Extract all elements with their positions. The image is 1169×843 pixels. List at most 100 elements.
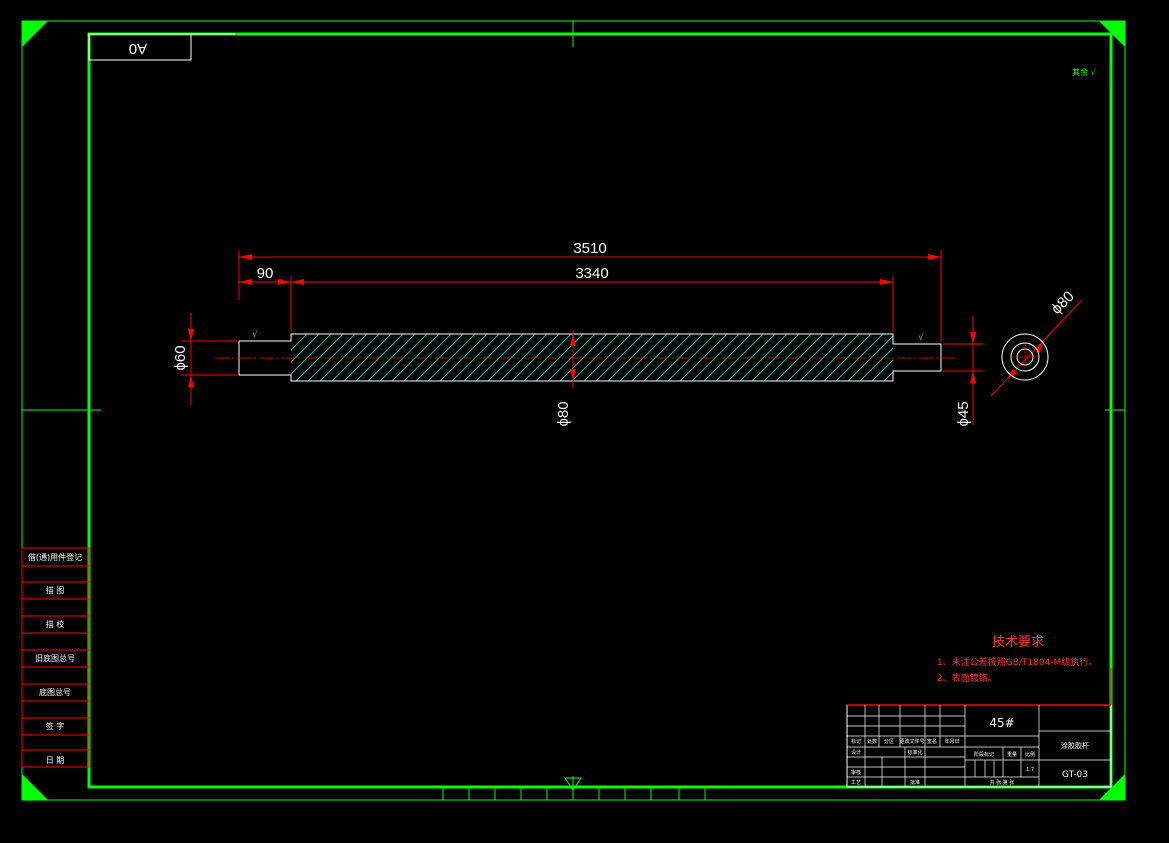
- hatch-line: [691, 334, 740, 381]
- hatch-line: [787, 334, 836, 381]
- hatch-line: [655, 334, 704, 381]
- title-block-header-cell: 更改文件号: [899, 738, 924, 745]
- dimension-right-diameter: ϕ45: [955, 401, 972, 426]
- title-block-header-cell: 分区: [884, 738, 894, 745]
- title-block-material: 45#: [989, 716, 1014, 730]
- dimension-step-length: 90: [257, 265, 274, 282]
- roughness-note: 其余 √: [1072, 67, 1097, 77]
- hatch-line: [908, 334, 955, 381]
- shaft-outline: [238, 333, 942, 382]
- hatch-line: [487, 334, 536, 381]
- hatch-line: [451, 334, 500, 381]
- hatch-line: [835, 334, 884, 381]
- hatch-line: [291, 334, 320, 363]
- dimension-middle-diameter: ϕ80: [555, 401, 572, 426]
- hatch-line: [715, 334, 764, 381]
- hatch-line: [607, 334, 656, 381]
- title-block-header-cell: 处数: [867, 738, 877, 745]
- corner-mark-bl: [22, 774, 48, 800]
- title-block-process-label: 工艺: [851, 780, 861, 786]
- hatch-line: [463, 334, 512, 381]
- side-panel-item: 借(通)用件登记: [28, 552, 82, 562]
- hatch-line: [319, 334, 368, 381]
- title-block-header-cell: 签名: [927, 738, 937, 745]
- hatch-line: [631, 334, 680, 381]
- dimension-middle-length: 3340: [575, 265, 608, 282]
- hatch-line: [295, 334, 344, 381]
- title-block: 标记 处数 分区 更改文件号 签名 年月日 设计 标准化 审核 工艺 批准 45…: [846, 668, 1112, 788]
- hatch-line: [667, 334, 716, 381]
- hatch-line: [379, 334, 428, 381]
- hatch-line: [859, 347, 893, 381]
- orientation-mark: [564, 777, 582, 791]
- sheet-size-box: [88, 33, 192, 61]
- hatch-line: [475, 334, 524, 381]
- hatch-line: [727, 334, 776, 381]
- title-block-sheet-count: 共 张 第 张: [990, 779, 1015, 786]
- hatch-line: [307, 334, 356, 381]
- side-panel-item: 旧底图总号: [35, 653, 75, 663]
- side-panel-item: 底图总号: [39, 687, 71, 697]
- tech-requirements-title: 技术要求: [992, 635, 1044, 650]
- dimension-left-diameter: ϕ60: [172, 345, 189, 370]
- hatch-line: [775, 334, 824, 381]
- dimension-overall-length: 3510: [573, 240, 606, 257]
- section-hatch: [291, 334, 979, 381]
- hatch-line: [547, 334, 596, 381]
- hatch-line: [619, 334, 668, 381]
- title-block-scale-label: 比例: [1025, 751, 1035, 758]
- side-panel-item: 日 期: [46, 756, 65, 765]
- hatch-line: [439, 334, 488, 381]
- title-block-header-cell: 标记: [851, 738, 861, 745]
- title-block-design-label: 设计: [851, 749, 861, 756]
- corner-mark-br: [1099, 774, 1125, 800]
- hatch-line: [883, 371, 893, 381]
- title-block-part-name: 涂胶胶杆: [1061, 741, 1089, 750]
- hatch-line: [499, 334, 548, 381]
- shaft-view: √ √: [215, 329, 979, 382]
- hatch-line: [355, 334, 404, 381]
- end-view: [1001, 333, 1049, 381]
- hatch-line: [583, 334, 632, 381]
- hatch-line: [559, 334, 608, 381]
- side-panel-item: 签 字: [46, 721, 65, 731]
- hatch-line: [343, 334, 392, 381]
- tech-requirement-item: 1、未注公差按照GB/T1804-M级执行。: [937, 656, 1097, 668]
- sheet-size-label: A0: [129, 40, 147, 57]
- hatch-line: [403, 334, 452, 381]
- title-block-standard-label: 标准化: [907, 749, 922, 756]
- hatch-line: [291, 334, 332, 375]
- hatch-line: [291, 334, 308, 351]
- hatch-line: [391, 334, 440, 381]
- hatch-line: [763, 334, 812, 381]
- hatch-line: [739, 334, 788, 381]
- hatch-line: [571, 334, 620, 381]
- dimension-set: [181, 250, 1083, 425]
- hatch-line: [643, 334, 692, 381]
- hatch-line: [751, 334, 800, 381]
- hatch-line: [932, 334, 979, 381]
- hatch-line: [595, 334, 644, 381]
- hatch-line: [523, 334, 572, 381]
- zone-ruler: [442, 786, 706, 800]
- corner-mark-tr: [1099, 21, 1125, 47]
- tech-requirements: 技术要求 1、未注公差按照GB/T1804-M级执行。 2、表面镀铬。: [937, 635, 1097, 684]
- title-block-approve-label: 批准: [910, 779, 920, 786]
- title-block-drawing-number: GT-03: [1062, 770, 1088, 780]
- hatch-line: [367, 334, 416, 381]
- hatch-line: [511, 334, 560, 381]
- dimension-end-view-diameter: ϕ80: [1048, 288, 1078, 318]
- hatch-line: [871, 359, 893, 381]
- hatch-line: [703, 334, 752, 381]
- hatch-line: [920, 334, 967, 381]
- hatch-line: [799, 334, 848, 381]
- hatch-line: [679, 334, 728, 381]
- side-panel-item: 描 校: [46, 619, 65, 629]
- roughness-mark-left: √: [252, 329, 258, 340]
- title-block-check-label: 审核: [851, 769, 861, 776]
- title-block-header-cell: 年月日: [944, 738, 959, 745]
- hatch-line: [415, 334, 464, 381]
- corner-mark-tl: [22, 21, 48, 47]
- roughness-mark-right: √: [918, 332, 924, 343]
